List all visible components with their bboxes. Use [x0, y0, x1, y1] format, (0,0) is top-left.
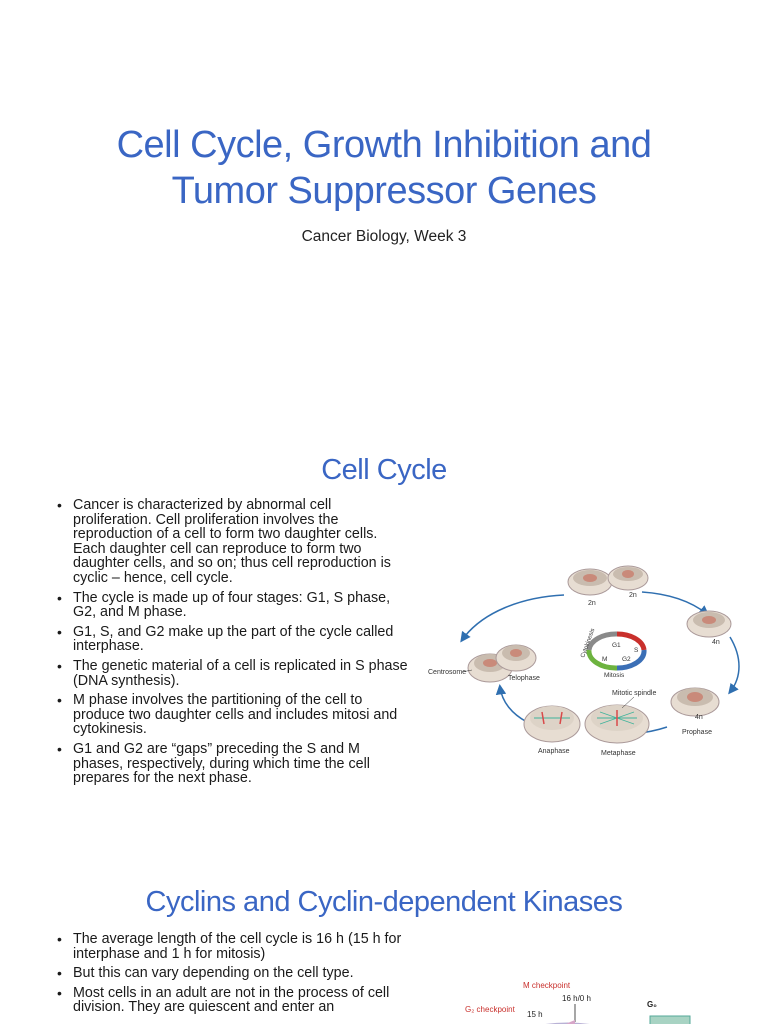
- list-item: • M phase involves the partitioning of th…: [55, 693, 411, 737]
- bullet-icon: •: [57, 623, 62, 640]
- slide-title: Cyclins and Cyclin-dependent Kinases: [145, 886, 623, 918]
- telophase-label: Telophase: [508, 675, 540, 682]
- mitosis-label: Mitosis: [604, 672, 625, 679]
- phase-m-label: M: [602, 656, 607, 663]
- g0-box: [649, 1015, 691, 1024]
- cell-2n-left: [567, 568, 613, 596]
- bullet-icon: •: [57, 692, 62, 709]
- bullet-icon: •: [57, 984, 62, 1001]
- list-item: • The genetic material of a cell is repli…: [55, 659, 411, 688]
- bullet-text: The cycle is made up of four stages: G1,…: [73, 589, 391, 621]
- bullet-text: But this can vary depending on the cell …: [73, 965, 354, 982]
- bullet-text: G1 and G2 are “gaps” preceding the S and…: [73, 740, 370, 787]
- cell-cycle-diagram: 2n 2n 4n 4n Prophase Metaphase Mitotic s…: [428, 565, 740, 757]
- time-label-15: 15 h: [527, 1010, 543, 1019]
- slide-title: Cell Cycle, Growth Inhibition and Tumor …: [0, 122, 768, 214]
- cycle-arrow: [728, 636, 740, 695]
- bullet-text: Most cells in an adult are not in the pr…: [73, 984, 390, 1016]
- phase-g1-label: G1: [612, 642, 621, 649]
- cycle-arrow: [495, 684, 528, 723]
- cell-anaphase: [523, 705, 581, 743]
- cell-telophase: [467, 644, 537, 683]
- centrosome-label: Centrosome: [428, 669, 466, 676]
- cell-cycle-slide: Cell Cycle • Cancer is characterized by a…: [0, 432, 768, 864]
- list-item: • G1, S, and G2 make up the part of the c…: [55, 625, 411, 654]
- title-slide: Cell Cycle, Growth Inhibition and Tumor …: [0, 0, 768, 432]
- anaphase-label: Anaphase: [538, 748, 570, 755]
- time-label-top: 16 h/0 h: [562, 994, 591, 1003]
- phase-g2-label: G2: [622, 656, 631, 663]
- title-line-1: Cell Cycle, Growth Inhibition and: [116, 124, 652, 166]
- ploidy-label: 4n: [695, 714, 703, 721]
- metaphase-label: Metaphase: [601, 750, 636, 757]
- list-item: • Most cells in an adult are not in the p…: [55, 986, 415, 1015]
- cell-metaphase: [584, 704, 650, 744]
- phase-s-label: S: [634, 647, 639, 654]
- phase-ring: [586, 631, 647, 671]
- cell-4n-top: [686, 610, 732, 638]
- list-item: • Cancer is characterized by abnormal cel…: [55, 498, 411, 586]
- cycle-arrow: [460, 594, 565, 643]
- cyclins-slide: Cyclins and Cyclin-dependent Kinases • Th…: [0, 864, 768, 1024]
- bullet-list: • Cancer is characterized by abnormal cel…: [55, 498, 411, 791]
- bullet-icon: •: [57, 931, 62, 947]
- list-item: • But this can vary depending on the cell…: [55, 966, 415, 981]
- checkpoint-diagram: M checkpoint 16 h/0 h G₂ checkpoint 15 h…: [465, 981, 691, 1024]
- bullet-icon: •: [57, 589, 62, 606]
- bullet-text: The average length of the cell cycle is …: [73, 931, 402, 962]
- cell-2n-right: [607, 565, 649, 591]
- ploidy-label: 2n: [588, 600, 596, 607]
- list-item: • The average length of the cell cycle is…: [55, 932, 415, 961]
- bullet-list: • The average length of the cell cycle is…: [55, 932, 415, 1020]
- bullet-icon: •: [57, 497, 62, 513]
- bullet-icon: •: [57, 740, 62, 757]
- slide-subtitle: Cancer Biology, Week 3: [301, 228, 467, 245]
- list-item: • G1 and G2 are “gaps” preceding the S an…: [55, 742, 411, 786]
- cycle-arrow: [641, 591, 710, 616]
- bullet-icon: •: [57, 965, 62, 982]
- title-line-2: Tumor Suppressor Genes: [171, 170, 597, 212]
- bullet-text: G1, S, and G2 make up the part of the cy…: [73, 623, 394, 655]
- bullet-text: M phase involves the partitioning of the…: [73, 692, 398, 738]
- cell-prophase: [670, 687, 720, 717]
- slide-title: Cell Cycle: [321, 454, 447, 486]
- g2-checkpoint-label: G₂ checkpoint: [465, 1005, 516, 1014]
- bullet-text: Cancer is characterized by abnormal cell…: [73, 497, 391, 586]
- list-item: • The cycle is made up of four stages: G1…: [55, 589, 411, 621]
- g0-label: G₀: [647, 1000, 657, 1009]
- bullet-icon: •: [57, 657, 62, 674]
- m-checkpoint-label: M checkpoint: [523, 981, 571, 990]
- bullet-text: The genetic material of a cell is replic…: [73, 657, 408, 689]
- prophase-label: Prophase: [682, 729, 712, 736]
- spindle-label: Mitotic spindle: [612, 690, 656, 697]
- ploidy-label: 2n: [629, 592, 637, 599]
- ploidy-label: 4n: [712, 639, 720, 646]
